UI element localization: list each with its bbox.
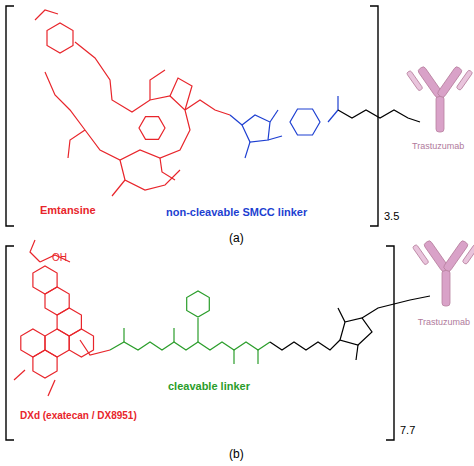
structure-label: Emtansine — [40, 204, 96, 216]
benzene-ring — [47, 23, 73, 53]
peptide-linker-structure — [110, 291, 270, 364]
pyridone-ring — [45, 287, 69, 315]
structure-label: (a) — [229, 232, 244, 245]
antibody-icons — [406, 66, 474, 306]
structure-label: (b) — [229, 448, 244, 461]
emtansine-structure — [35, 10, 230, 196]
structure-label: Trastuzumab — [418, 318, 470, 328]
aromatic-ring — [21, 329, 45, 357]
structure-label: cleavable linker — [168, 380, 250, 392]
fluoro-ring — [33, 350, 57, 378]
quinoline-ring — [45, 329, 69, 357]
lysine-chain — [338, 110, 420, 122]
structure-label: Trastuzumab — [412, 142, 464, 152]
phenyl-ring — [187, 291, 210, 317]
structure-label: 3.5 — [384, 210, 399, 222]
structure-label: 7.7 — [400, 424, 415, 436]
oxazinane-ring — [139, 117, 165, 140]
brackets — [6, 6, 394, 440]
structure-label: OH — [52, 252, 67, 263]
cyclohexene-ring — [69, 329, 93, 357]
smcc-linker-structure — [230, 96, 338, 158]
lactone-ring — [33, 266, 57, 294]
exatecan-structure — [14, 240, 110, 396]
structure-label: DXd (exatecan / DX8951) — [20, 410, 137, 421]
cyclohexane-ring — [290, 109, 320, 135]
maleimide-chain — [270, 296, 430, 360]
structure-label: non-cleavable SMCC linker — [166, 206, 307, 218]
